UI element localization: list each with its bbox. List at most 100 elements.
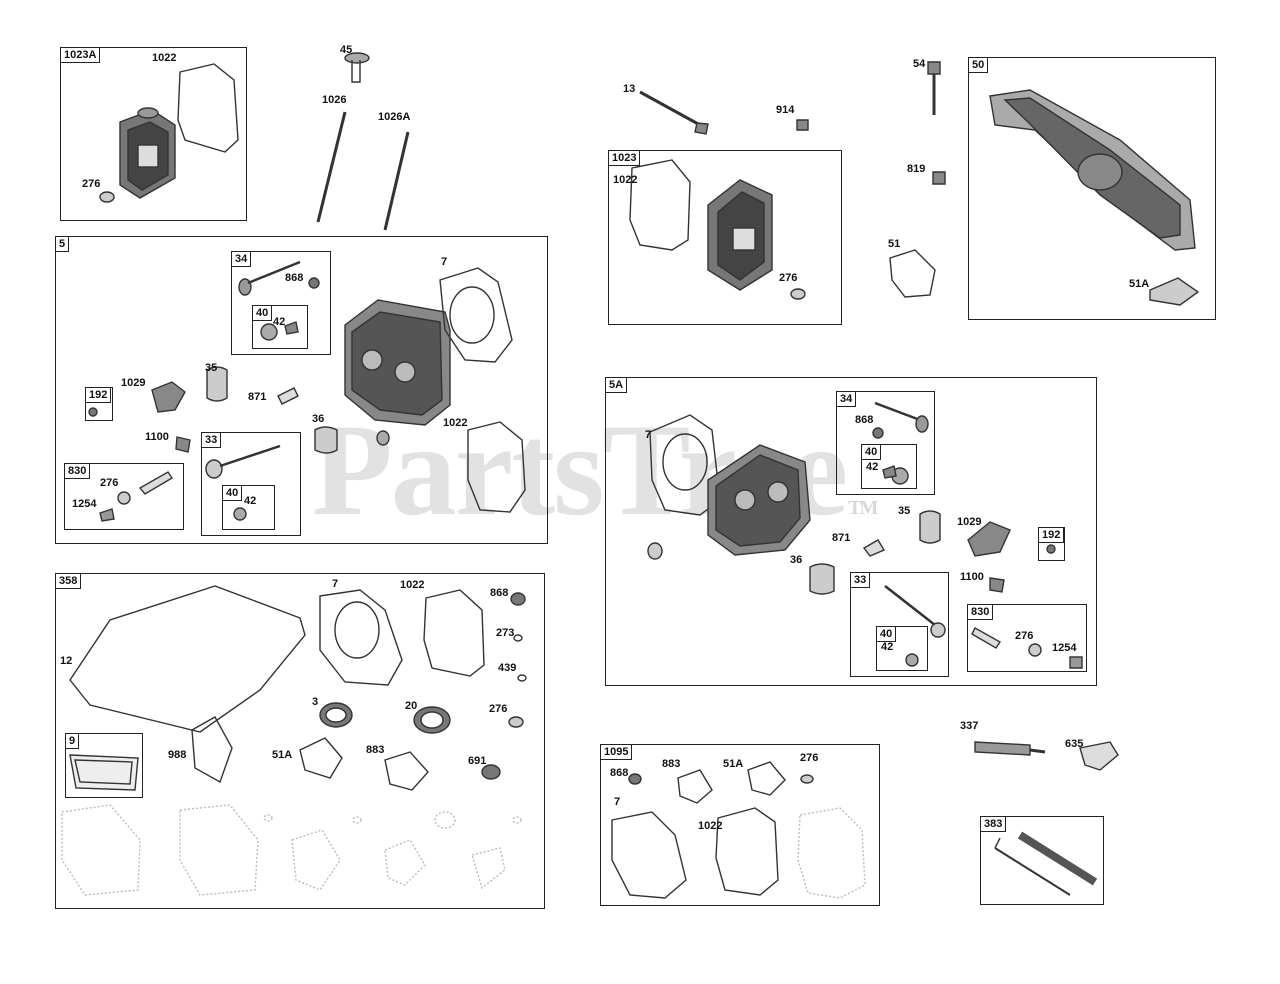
group-192: 192 [1038, 527, 1065, 561]
part-label: 914 [776, 104, 795, 116]
part-label: 42 [866, 461, 879, 473]
group-33: 33 [850, 572, 949, 677]
group-40: 40 [876, 626, 928, 671]
group-tag: 192 [1038, 527, 1065, 543]
part-label: 276 [489, 703, 508, 715]
part-label: 883 [662, 758, 681, 770]
group-40: 40 [252, 305, 308, 349]
part-label: 1254 [72, 498, 97, 510]
part-label: 35 [898, 505, 911, 517]
spark-plug [974, 741, 1119, 771]
gasket-set-358 [61, 585, 527, 896]
group-tag: 40 [222, 485, 243, 501]
part-label: 51 [888, 238, 901, 250]
part-label: 13 [623, 83, 636, 95]
group-tag: 830 [967, 604, 994, 620]
group-tag: 5A [605, 377, 628, 393]
part-label: 273 [496, 627, 515, 639]
group-50: 50 [968, 57, 1216, 320]
gasket-set-1095 [611, 761, 866, 899]
part-label: 1022 [613, 174, 638, 186]
group-tag: 34 [836, 391, 857, 407]
part-label: 1026A [378, 111, 411, 123]
part-label: 439 [498, 662, 517, 674]
part-label: 51A [1129, 278, 1150, 290]
cylinder-head-5A [647, 401, 1083, 669]
cylinder-head-5 [88, 260, 526, 522]
part-label: 337 [960, 720, 979, 732]
part-label: 1100 [960, 571, 984, 583]
group-tag: 33 [850, 572, 871, 588]
part-label: 3 [312, 696, 319, 708]
group-tag: 1095 [600, 744, 633, 760]
part-label: 42 [273, 316, 286, 328]
part-label: 12 [60, 655, 73, 667]
group-192: 192 [85, 387, 113, 421]
part-label: 51A [723, 758, 744, 770]
part-label: 691 [468, 755, 487, 767]
part-label: 1100 [145, 431, 169, 443]
group-tag: 9 [65, 733, 80, 749]
group-tag: 358 [55, 573, 82, 589]
part-label: 883 [366, 744, 385, 756]
valve-cover-1023A [99, 63, 239, 203]
part-label: 276 [800, 752, 819, 764]
part-label: 36 [312, 413, 325, 425]
part-label: 45 [340, 44, 353, 56]
part-label: 7 [645, 429, 652, 441]
part-label: 1022 [152, 52, 177, 64]
group-358: 358 [55, 573, 545, 909]
part-label: 7 [332, 578, 339, 590]
part-label: 1022 [400, 579, 425, 591]
part-label: 635 [1065, 738, 1084, 750]
group-tag: 34 [231, 251, 252, 267]
spark-plug-wrench-383 [994, 831, 1098, 896]
group-34: 34 [836, 391, 935, 495]
group-1023: 1023 [608, 150, 842, 325]
group-5: 5 [55, 236, 548, 544]
bolts-top-middle [639, 61, 946, 298]
part-label: 1022 [698, 820, 723, 832]
part-label: 1029 [121, 377, 146, 389]
part-label: 42 [244, 495, 257, 507]
part-label: 42 [881, 641, 894, 653]
group-tag: 830 [64, 463, 91, 479]
part-label: 36 [790, 554, 803, 566]
part-label: 1026 [322, 94, 347, 106]
group-830: 830 [64, 463, 184, 530]
group-34: 34 [231, 251, 331, 355]
group-40: 40 [222, 485, 275, 530]
part-label: 51A [272, 749, 293, 761]
part-label: 988 [168, 749, 187, 761]
part-label: 276 [82, 178, 101, 190]
group-tag: 50 [968, 57, 989, 73]
part-label: 20 [405, 700, 418, 712]
part-label: 871 [248, 391, 267, 403]
group-tag: 383 [980, 816, 1007, 832]
group-383: 383 [980, 816, 1104, 905]
group-1023A: 1023A [60, 47, 247, 221]
group-5A: 5A [605, 377, 1097, 686]
part-label: 819 [907, 163, 926, 175]
group-9: 9 [65, 733, 143, 798]
group-tag: 1023A [60, 47, 101, 63]
part-label: 35 [205, 362, 218, 374]
group-tag: 33 [201, 432, 222, 448]
group-830: 830 [967, 604, 1087, 672]
pushrods [316, 52, 410, 231]
group-1095: 1095 [600, 744, 880, 906]
group-40: 40 [861, 444, 917, 489]
governor-linkage-50 [989, 89, 1200, 306]
part-label: 276 [1015, 630, 1034, 642]
part-label: 7 [441, 256, 448, 268]
part-label: 54 [913, 58, 926, 70]
part-label: 1022 [443, 417, 468, 429]
part-label: 868 [855, 414, 874, 426]
group-tag: 40 [252, 305, 273, 321]
group-tag: 40 [861, 444, 882, 460]
part-label: 868 [610, 767, 629, 779]
part-label: 7 [614, 796, 621, 808]
valve-cover-1023 [629, 159, 806, 300]
group-33: 33 [201, 432, 301, 536]
